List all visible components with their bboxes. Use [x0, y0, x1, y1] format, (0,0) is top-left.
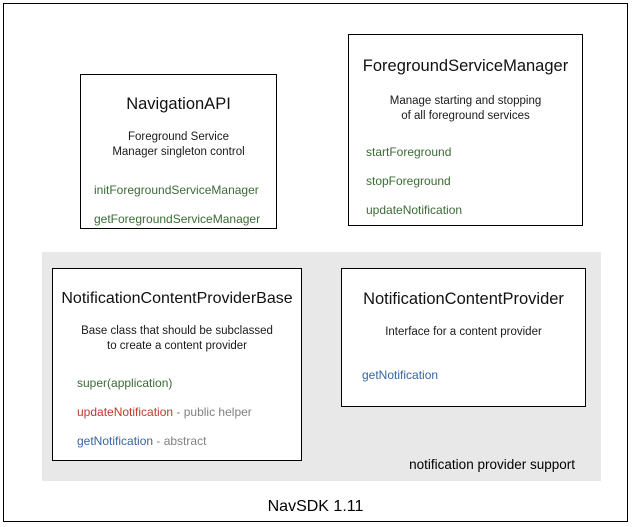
- class-box-navigationapi[interactable]: NavigationAPI Foreground Service Manager…: [80, 74, 277, 229]
- member-row[interactable]: getNotification - abstract: [77, 434, 301, 448]
- member-name: super(application): [77, 375, 173, 390]
- class-box-foregroundservicemanager[interactable]: ForegroundServiceManager Manage starting…: [348, 34, 583, 226]
- class-description-line: Interface for a content provider: [385, 326, 542, 338]
- member-row[interactable]: initForegroundServiceManager: [94, 183, 276, 197]
- class-title-navigationapi: NavigationAPI: [126, 95, 231, 113]
- class-description-line: of all foreground services: [401, 110, 530, 123]
- class-description-navigationapi: Foreground Service Manager singleton con…: [81, 130, 276, 161]
- member-list-notificationcontentproviderbase: super(application) updateNotification - …: [53, 376, 301, 449]
- member-name: getNotification: [77, 434, 154, 449]
- member-note: - abstract: [153, 434, 207, 449]
- member-name: getForegroundServiceManager: [94, 211, 261, 226]
- member-list-navigationapi: initForegroundServiceManager getForegrou…: [81, 183, 276, 227]
- member-row[interactable]: getNotification: [362, 368, 585, 382]
- class-description-notificationcontentproviderbase: Base class that should be subclassed to …: [53, 324, 301, 355]
- class-description-notificationcontentprovider: Interface for a content provider: [342, 325, 585, 340]
- footer-caption: NavSDK 1.11: [267, 498, 364, 515]
- member-name: updateNotification: [366, 203, 463, 218]
- class-description-line: to create a content provider: [107, 340, 247, 353]
- member-row[interactable]: stopForeground: [366, 174, 582, 188]
- class-box-notificationcontentproviderbase[interactable]: NotificationContentProviderBase Base cla…: [52, 268, 302, 461]
- member-list-notificationcontentprovider: getNotification: [342, 368, 585, 382]
- member-name: getNotification: [362, 368, 439, 383]
- member-list-foregroundservicemanager: startForeground stopForeground updateNot…: [349, 145, 582, 218]
- member-row[interactable]: updateNotification - public helper: [77, 405, 301, 419]
- class-title-notificationcontentprovider: NotificationContentProvider: [363, 290, 564, 308]
- class-box-notificationcontentprovider[interactable]: NotificationContentProvider Interface fo…: [341, 268, 586, 407]
- member-name: initForegroundServiceManager: [94, 182, 259, 197]
- class-description-foregroundservicemanager: Manage starting and stopping of all fore…: [349, 94, 582, 125]
- class-description-line: Manager singleton control: [112, 146, 245, 159]
- member-note: - public helper: [173, 404, 252, 419]
- group-region-label: notification provider support: [409, 457, 575, 472]
- class-description-line: Base class that should be subclassed: [81, 325, 273, 337]
- member-name: updateNotification: [77, 404, 174, 419]
- member-row[interactable]: startForeground: [366, 145, 582, 159]
- member-name: stopForeground: [366, 173, 451, 188]
- member-row[interactable]: super(application): [77, 376, 301, 390]
- member-name: startForeground: [366, 144, 452, 159]
- member-row[interactable]: getForegroundServiceManager: [94, 212, 276, 226]
- diagram-outer-frame: notification provider support Navigation…: [3, 3, 628, 522]
- class-title-foregroundservicemanager: ForegroundServiceManager: [362, 57, 569, 75]
- class-description-line: Manage starting and stopping: [389, 95, 542, 107]
- class-title-notificationcontentproviderbase: NotificationContentProviderBase: [61, 290, 293, 307]
- member-row[interactable]: updateNotification: [366, 203, 582, 217]
- class-description-line: Foreground Service: [128, 131, 229, 143]
